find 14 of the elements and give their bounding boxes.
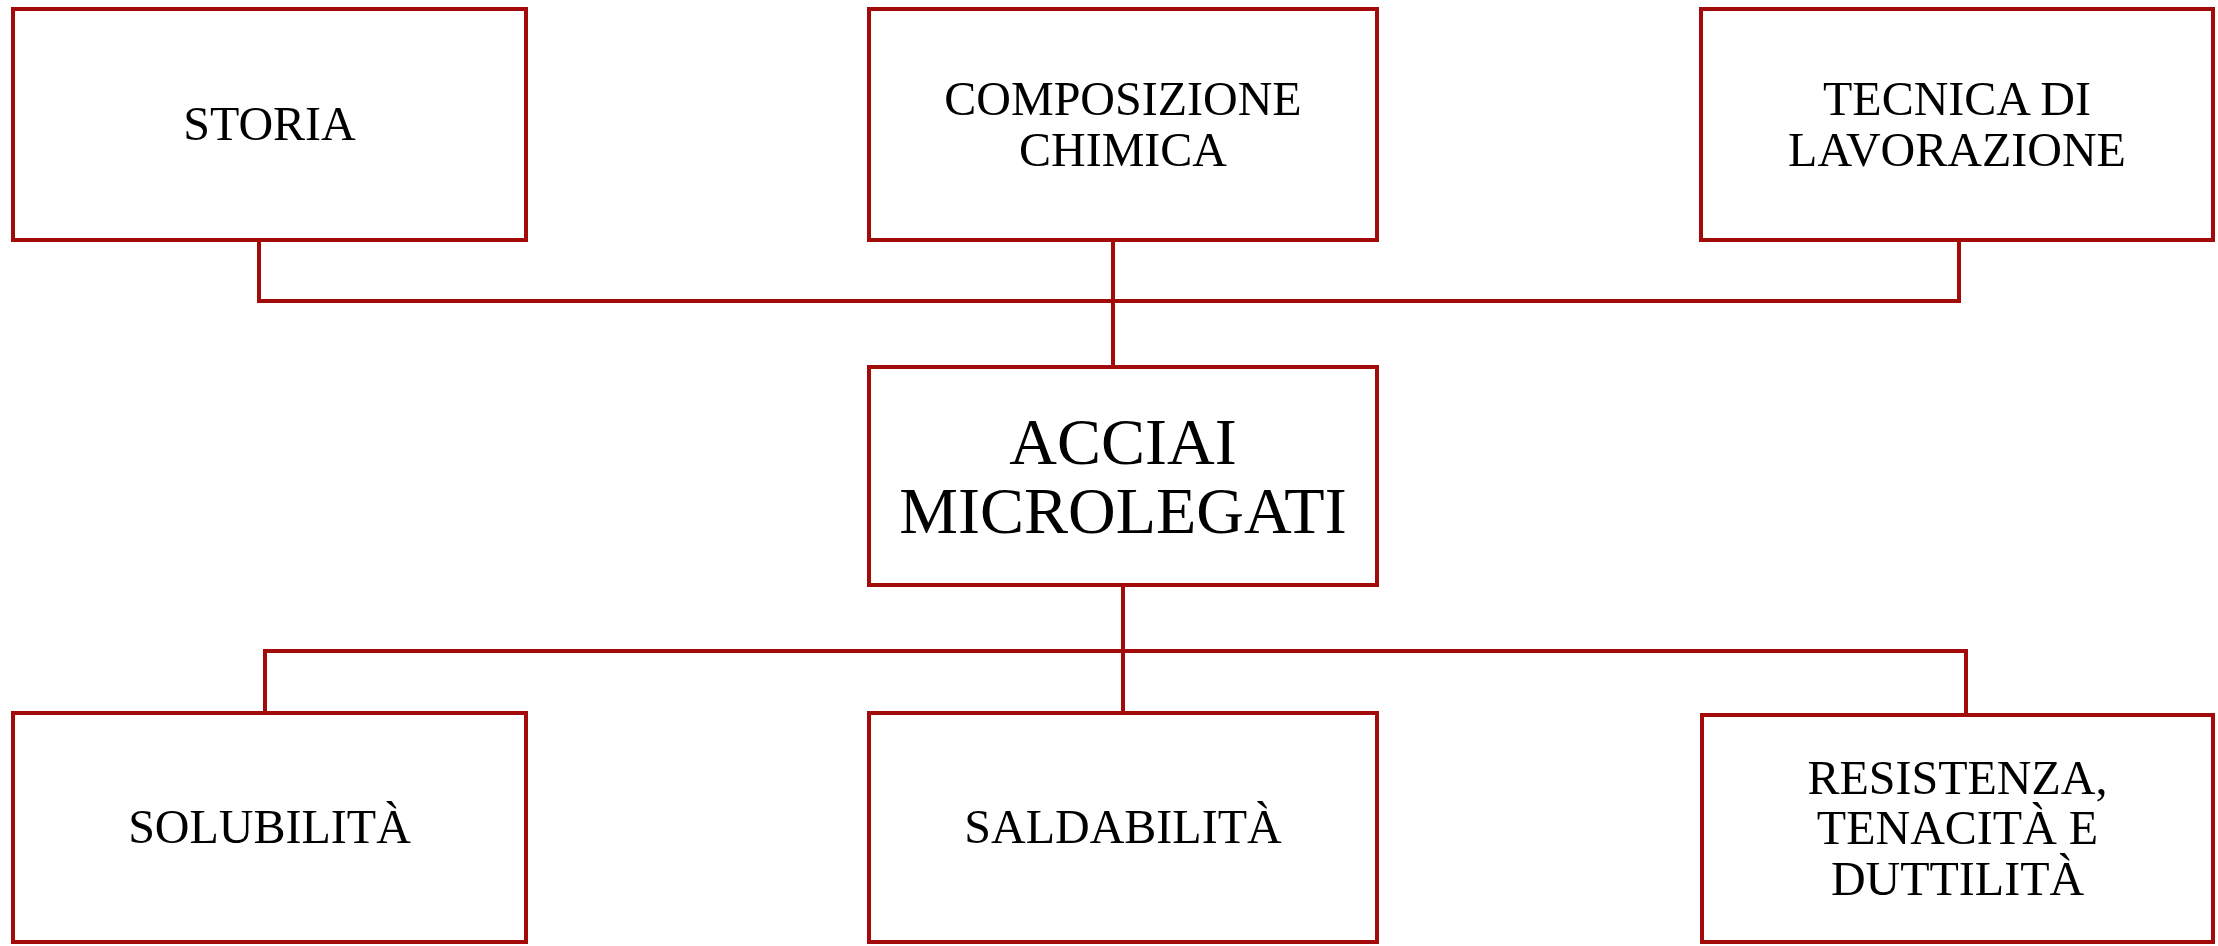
topic-text: SOLUBILITÀ: [128, 802, 411, 853]
topic-box: [867, 365, 1379, 587]
topic-text: RESISTENZA, TENACITÀ E DUTTILITÀ: [1806, 752, 2109, 905]
topic-box: [1700, 713, 2215, 944]
topic-text: STORIA: [183, 99, 356, 150]
topic-box: [867, 711, 1379, 944]
topic-text: TECNICA DI LAVORAZIONE: [1787, 74, 2127, 175]
topic-text: SALDABILITÀ: [964, 802, 1282, 853]
topic-box: [11, 7, 528, 242]
main-topic-text: ACCIAI MICROLEGATI: [898, 406, 1348, 546]
topic-box: [867, 7, 1379, 242]
topic-box: [11, 711, 528, 944]
topic-box: [1699, 7, 2215, 242]
topic-text: COMPOSIZIONE CHIMICA: [943, 74, 1303, 175]
